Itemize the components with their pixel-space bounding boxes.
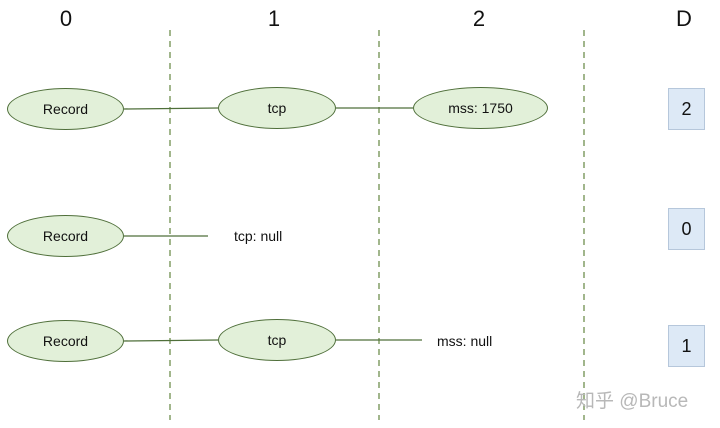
row2-tcp-null-label: tcp: null bbox=[234, 228, 283, 244]
row3-mss-null-label: mss: null bbox=[437, 333, 493, 349]
row1-record-tcp-connector bbox=[123, 107, 219, 110]
row2-record-node: Record bbox=[7, 215, 124, 257]
column-header-level-0: 0 bbox=[59, 6, 73, 31]
row1-definition-level-box: 2 bbox=[668, 88, 705, 130]
row1-mss-node: mss: 1750 bbox=[413, 87, 548, 129]
row1-tcp-node: tcp bbox=[218, 87, 336, 129]
row3-tcp-node: tcp bbox=[218, 319, 336, 361]
column-header-level-2: 2 bbox=[472, 6, 486, 31]
row2-definition-level-box: 0 bbox=[668, 208, 705, 250]
row1-record-node: Record bbox=[7, 88, 124, 130]
row3-record-node: Record bbox=[7, 320, 124, 362]
watermark-text: 知乎 @Bruce bbox=[576, 391, 689, 412]
row3-record-tcp-connector bbox=[123, 339, 219, 342]
row3-definition-level-box: 1 bbox=[668, 325, 705, 367]
column-header-definition-level: D bbox=[676, 6, 692, 31]
column-header-level-1: 1 bbox=[267, 6, 281, 31]
